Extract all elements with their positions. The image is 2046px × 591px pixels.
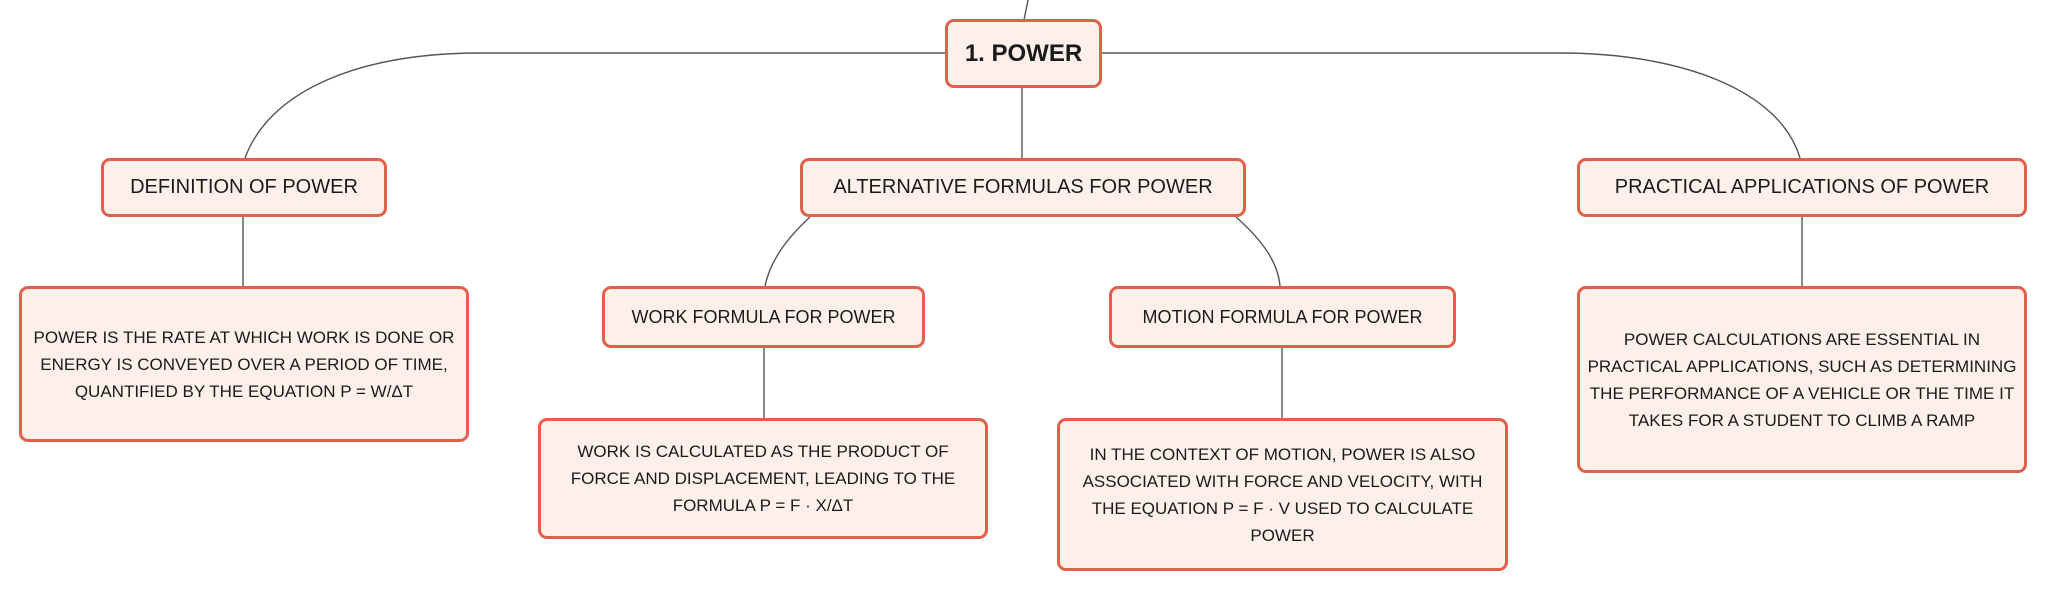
motion-formula-node-label: MOTION FORMULA FOR POWER	[1142, 306, 1423, 327]
applications-detail-node[interactable]: POWER CALCULATIONS ARE ESSENTIAL IN PRAC…	[1577, 286, 2027, 473]
root-node-label: 1. POWER	[964, 39, 1083, 67]
connector-formulas-to-work	[764, 216, 811, 287]
work-detail-node[interactable]: WORK IS CALCULATED AS THE PRODUCT OF FOR…	[538, 418, 988, 539]
connector-formulas-to-motion	[1235, 216, 1281, 287]
motion-formula-node[interactable]: MOTION FORMULA FOR POWER	[1109, 286, 1456, 348]
applications-node[interactable]: PRACTICAL APPLICATIONS OF POWER	[1577, 158, 2027, 217]
motion-detail-node[interactable]: IN THE CONTEXT OF MOTION, POWER IS ALSO …	[1057, 418, 1508, 571]
definition-node-label: DEFINITION OF POWER	[130, 176, 358, 198]
applications-node-label: PRACTICAL APPLICATIONS OF POWER	[1614, 176, 1990, 198]
applications-detail-text: POWER CALCULATIONS ARE ESSENTIAL IN PRAC…	[1587, 329, 2017, 430]
formulas-node[interactable]: ALTERNATIVE FORMULAS FOR POWER	[800, 158, 1246, 217]
definition-detail-node[interactable]: POWER IS THE RATE AT WHICH WORK IS DONE …	[19, 286, 469, 442]
connector-root-to-definition	[244, 52, 945, 159]
formulas-node-label: ALTERNATIVE FORMULAS FOR POWER	[833, 176, 1213, 198]
definition-node[interactable]: DEFINITION OF POWER	[101, 158, 387, 217]
work-detail-text: WORK IS CALCULATED AS THE PRODUCT OF FOR…	[570, 442, 956, 515]
definition-detail-text: POWER IS THE RATE AT WHICH WORK IS DONE …	[33, 327, 455, 401]
work-formula-node-label: WORK FORMULA FOR POWER	[631, 306, 896, 327]
root-node[interactable]: 1. POWER	[945, 19, 1102, 88]
motion-detail-text: IN THE CONTEXT OF MOTION, POWER IS ALSO …	[1082, 444, 1483, 545]
connector-root-to-applications	[1102, 52, 1801, 159]
work-formula-node[interactable]: WORK FORMULA FOR POWER	[602, 286, 925, 348]
connector-root-incoming	[1023, 0, 1029, 21]
